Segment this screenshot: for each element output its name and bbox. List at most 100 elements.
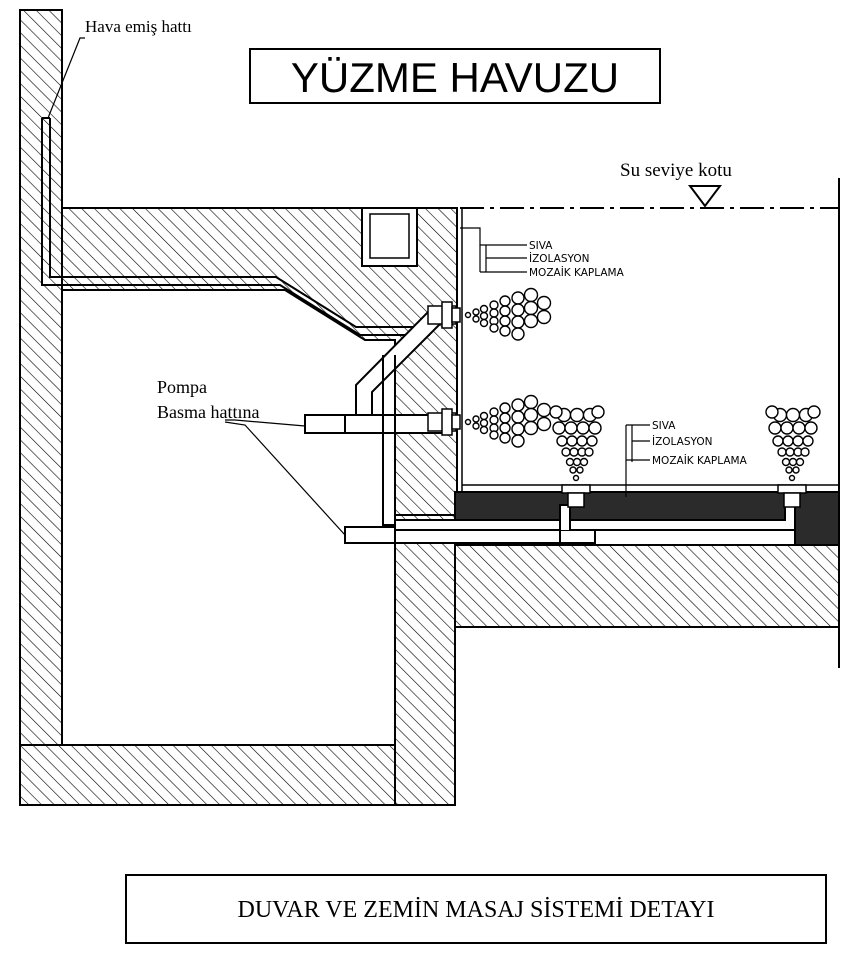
bubble <box>536 416 552 432</box>
bubble <box>536 309 552 325</box>
bubble <box>572 457 582 467</box>
wall-layer-mosaic: MOZAİK KAPLAMA <box>529 266 625 279</box>
bubble <box>489 300 499 310</box>
floor-layer-insulation: İZOLASYON <box>652 435 712 448</box>
bubble <box>576 421 590 435</box>
bubble <box>479 411 489 421</box>
bubble <box>489 415 499 425</box>
bubble <box>785 407 801 423</box>
bubble <box>772 435 784 447</box>
bubble <box>576 435 588 447</box>
wall-layer-leaders <box>460 227 527 273</box>
bubble <box>795 457 805 467</box>
air-bubble-icon <box>464 287 821 482</box>
bubble <box>479 418 489 428</box>
bubble <box>464 418 472 426</box>
bubble <box>792 466 800 474</box>
bubble <box>523 420 539 436</box>
page-title: YÜZME HAVUZU <box>291 54 619 101</box>
floor-jet-nozzle <box>561 484 591 508</box>
bubble <box>536 402 552 418</box>
floor-jet-nozzle-right <box>777 484 807 508</box>
pressure-line-label: Basma hattına <box>157 402 259 422</box>
bubble <box>572 474 580 482</box>
bubble <box>479 311 489 321</box>
bubble <box>777 447 787 457</box>
bubble <box>569 407 585 423</box>
bubble <box>472 315 480 323</box>
water-level-label: Su seviye kotu <box>620 160 732 181</box>
bubble <box>800 447 810 457</box>
bubble <box>499 422 511 434</box>
bubble <box>489 308 499 318</box>
bubble <box>802 435 814 447</box>
bubble <box>499 295 511 307</box>
title-box <box>249 48 661 104</box>
bubble <box>564 421 578 435</box>
bubble <box>499 432 511 444</box>
bubble <box>523 300 539 316</box>
pit-right-wall <box>394 514 456 806</box>
bubble <box>556 435 568 447</box>
wall-layer-insulation: İZOLASYON <box>529 252 589 265</box>
wall-layer-plaster: SIVA <box>529 240 553 252</box>
bubble <box>479 304 489 314</box>
bubble <box>788 457 798 467</box>
concrete-structure <box>19 9 840 806</box>
bubble <box>536 295 552 311</box>
bubble <box>579 457 589 467</box>
bubble <box>792 435 804 447</box>
bubble <box>499 305 511 317</box>
bubble <box>781 457 791 467</box>
bubble <box>511 291 525 305</box>
bubble <box>511 434 525 448</box>
bubble <box>489 430 499 440</box>
bubble <box>523 407 539 423</box>
bubble <box>499 325 511 337</box>
floor-layer-leaders <box>625 424 650 497</box>
bubble <box>768 421 782 435</box>
bubble <box>561 447 571 457</box>
wall-jet-nozzle-lower <box>427 408 461 436</box>
bubble <box>489 323 499 333</box>
bubble <box>523 313 539 329</box>
air-suction-pipe <box>41 117 430 336</box>
bubble <box>523 394 539 410</box>
bubble <box>472 422 480 430</box>
wall-jet-nozzle <box>427 301 461 329</box>
bubble <box>472 415 480 423</box>
drawing-caption: DUVAR VE ZEMİN MASAJ SİSTEMİ DETAYI <box>238 897 715 923</box>
bubble <box>499 315 511 327</box>
bubble <box>765 405 779 419</box>
pump-leaders <box>224 419 346 536</box>
bubble <box>511 327 525 341</box>
bubble <box>792 421 806 435</box>
bubble <box>479 318 489 328</box>
bubble <box>782 435 794 447</box>
bubble <box>591 405 605 419</box>
caption-box <box>125 874 827 944</box>
pump-label: Pompa <box>157 377 207 397</box>
bubble <box>464 311 472 319</box>
bubble <box>511 398 525 412</box>
bubble <box>523 287 539 303</box>
bubble <box>780 421 794 435</box>
bubble <box>788 474 796 482</box>
bubble <box>584 447 594 457</box>
bubble <box>511 315 525 329</box>
bubble <box>511 410 525 424</box>
bubble <box>489 407 499 417</box>
bubble <box>479 425 489 435</box>
pool-floor-slab <box>454 544 840 628</box>
bubble <box>569 447 579 457</box>
bubble <box>472 308 480 316</box>
bubble <box>499 412 511 424</box>
bubble <box>785 466 793 474</box>
bubble <box>576 466 584 474</box>
gutter-channel <box>369 213 410 259</box>
bubble <box>586 435 598 447</box>
bubble <box>807 405 821 419</box>
water-level-triangle-icon <box>688 185 722 208</box>
bubble <box>511 422 525 436</box>
